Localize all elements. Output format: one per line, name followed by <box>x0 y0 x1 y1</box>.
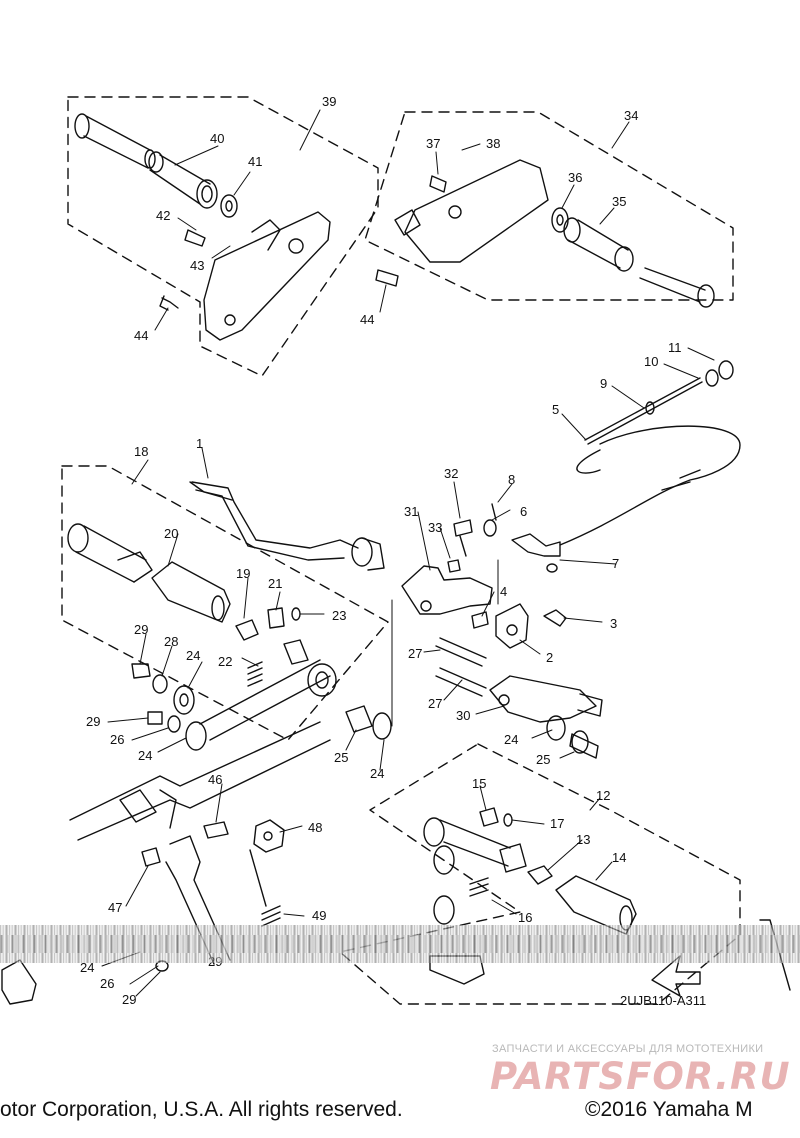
spring-22 <box>247 661 263 687</box>
callout-25: 25 <box>334 750 348 765</box>
callout-2: 2 <box>546 650 553 665</box>
callout-44: 44 <box>360 312 374 327</box>
callout-28: 28 <box>164 634 178 649</box>
callout-32: 32 <box>444 466 458 481</box>
scan-noise-band-2 <box>0 935 800 953</box>
callout-29: 29 <box>134 622 148 637</box>
callout-34: 34 <box>624 108 638 123</box>
callout-1: 1 <box>196 436 203 451</box>
group-34-outline <box>364 111 734 301</box>
callout-24: 24 <box>504 732 518 747</box>
callout-5: 5 <box>552 402 559 417</box>
callout-16: 16 <box>518 910 532 925</box>
callout-22: 22 <box>218 654 232 669</box>
callout-21: 21 <box>268 576 282 591</box>
callout-38: 38 <box>486 136 500 151</box>
callout-13: 13 <box>576 832 590 847</box>
callout-14: 14 <box>612 850 626 865</box>
callout-18: 18 <box>134 444 148 459</box>
callout-33: 33 <box>428 520 442 535</box>
footpeg-20 <box>151 561 231 623</box>
callout-49: 49 <box>312 908 326 923</box>
copyright-left: otor Corporation, U.S.A. All rights rese… <box>0 1098 403 1121</box>
pivot-shaft <box>199 659 331 741</box>
callout-40: 40 <box>210 131 224 146</box>
callout-46: 46 <box>208 772 222 787</box>
callout-27: 27 <box>428 696 442 711</box>
pin-head <box>74 113 90 139</box>
callout-8: 8 <box>508 472 515 487</box>
callout-10: 10 <box>644 354 658 369</box>
callout-37: 37 <box>426 136 440 151</box>
callout-4: 4 <box>500 584 507 599</box>
callout-3: 3 <box>610 616 617 631</box>
callout-29: 29 <box>122 992 136 1007</box>
watermark-tagline: ЗАПЧАСТИ И АКСЕССУАРЫ ДЛЯ МОТОТЕХНИКИ <box>492 1043 764 1055</box>
group-39-outline <box>67 96 379 377</box>
bracket-31 <box>401 565 493 615</box>
bracket-plate-39 <box>203 211 331 341</box>
callout-24: 24 <box>370 766 384 781</box>
callout-24: 24 <box>138 748 152 763</box>
callout-39: 39 <box>322 94 336 109</box>
callout-26: 26 <box>100 976 114 991</box>
callout-7: 7 <box>612 556 619 571</box>
frame-tube <box>69 721 331 841</box>
callout-44: 44 <box>134 328 148 343</box>
callout-47: 47 <box>108 900 122 915</box>
callout-23: 23 <box>332 608 346 623</box>
callout-24: 24 <box>80 960 94 975</box>
callout-26: 26 <box>110 732 124 747</box>
callout-24: 24 <box>186 648 200 663</box>
pin-shaft <box>83 115 151 169</box>
callout-36: 36 <box>568 170 582 185</box>
lever-2 <box>495 603 529 649</box>
leader-lines <box>101 109 715 997</box>
plate-30 <box>489 675 597 723</box>
washer-41 <box>220 194 238 218</box>
brake-cable <box>559 425 741 546</box>
footpeg-rubber-35 <box>567 219 629 269</box>
callout-41: 41 <box>248 154 262 169</box>
callout-29: 29 <box>86 714 100 729</box>
watermark-logo: PARTSFOR.RU <box>490 1055 791 1098</box>
brake-pedal-1 <box>191 481 359 561</box>
footpeg-rubber-40 <box>149 154 211 205</box>
diagram-code: 2UJB110-A311 <box>620 993 707 1008</box>
callout-9: 9 <box>600 376 607 391</box>
callout-19: 19 <box>236 566 250 581</box>
callout-6: 6 <box>520 504 527 519</box>
callout-11: 11 <box>668 340 682 355</box>
callout-48: 48 <box>308 820 322 835</box>
cable-rod <box>584 377 701 441</box>
callout-35: 35 <box>612 194 626 209</box>
callout-27: 27 <box>408 646 422 661</box>
footpeg-14 <box>555 875 637 935</box>
callout-20: 20 <box>164 526 178 541</box>
callout-17: 17 <box>550 816 564 831</box>
callout-15: 15 <box>472 776 486 791</box>
callout-30: 30 <box>456 708 470 723</box>
spring-49 <box>249 849 281 927</box>
group-12-outline <box>339 743 741 1005</box>
callout-12: 12 <box>596 788 610 803</box>
callout-25: 25 <box>536 752 550 767</box>
bracket-plate-34 <box>404 159 549 263</box>
callout-43: 43 <box>190 258 204 273</box>
group-18-outline <box>61 465 389 741</box>
callout-31: 31 <box>404 504 418 519</box>
callout-42: 42 <box>156 208 170 223</box>
copyright-right: ©2016 Yamaha M <box>585 1098 753 1121</box>
